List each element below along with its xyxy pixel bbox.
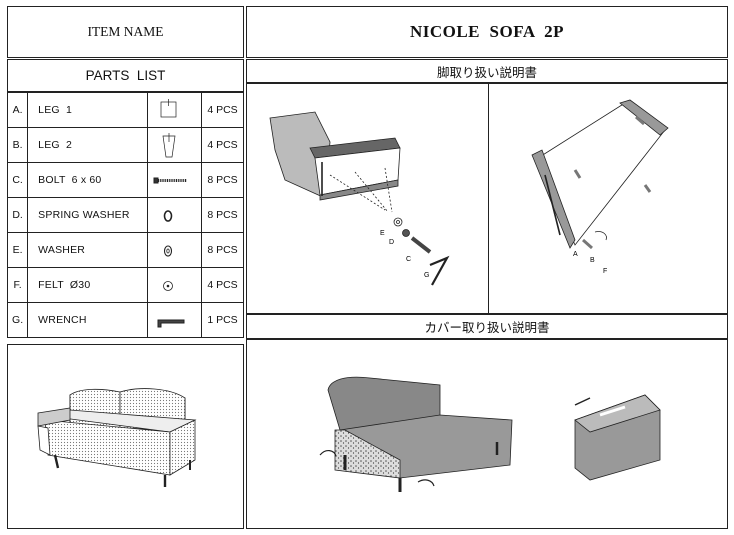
part-quantity: 4 PCS	[201, 267, 244, 303]
leg-instructions-title-box: 脚取り扱い説明書	[246, 59, 728, 83]
item-name-label: ITEM NAME	[87, 24, 164, 39]
cover-instructions-title: カバー取り扱い説明書	[424, 321, 550, 335]
felt-icon	[163, 281, 173, 291]
parts-row: G.WRENCH 1 PCS	[6, 302, 244, 338]
label-b: B	[590, 257, 595, 264]
product-name-box: NICOLE SOFA 2P	[246, 6, 728, 58]
part-icon-cell	[147, 232, 203, 268]
part-name: LEG 1	[27, 92, 149, 128]
cover-removal-illustration	[319, 376, 513, 492]
leg-instructions-title: 脚取り扱い説明書	[436, 65, 537, 80]
part-quantity: 4 PCS	[201, 127, 244, 163]
part-letter: A.	[6, 92, 29, 128]
part-quantity: 8 PCS	[201, 162, 244, 198]
armrest-assembly-illustration	[269, 111, 450, 286]
parts-row: E.WASHER 8 PCS	[6, 232, 244, 268]
leg1-icon	[160, 99, 177, 118]
part-quantity: 8 PCS	[201, 232, 244, 268]
part-letter: B.	[6, 127, 29, 163]
label-e: E	[380, 230, 385, 237]
label-g: G	[424, 272, 429, 279]
frame-legs-illustration	[531, 99, 669, 250]
label-a: A	[573, 251, 578, 258]
spring-washer-icon	[163, 210, 173, 222]
part-letter: G.	[6, 302, 29, 338]
washer-icon	[163, 245, 173, 257]
part-letter: F.	[6, 267, 29, 303]
part-letter: D.	[6, 197, 29, 233]
part-quantity: 1 PCS	[201, 302, 244, 338]
product-name: NICOLE SOFA 2P	[409, 22, 565, 41]
part-name: WRENCH	[27, 302, 149, 338]
parts-row: F.FELT Ø30 4 PCS	[6, 267, 244, 303]
parts-list-title-box: PARTS LIST	[7, 59, 244, 92]
cover-instructions-title-box: カバー取り扱い説明書	[246, 314, 728, 339]
cushion-cover-illustration	[574, 394, 661, 481]
item-name-box: ITEM NAME	[7, 6, 244, 58]
parts-list-title: PARTS LIST	[85, 68, 166, 83]
label-d: D	[389, 239, 394, 246]
part-letter: E.	[6, 232, 29, 268]
part-quantity: 8 PCS	[201, 197, 244, 233]
part-name: BOLT 6 x 60	[27, 162, 149, 198]
part-name: WASHER	[27, 232, 149, 268]
label-c: C	[406, 256, 411, 263]
part-name: FELT Ø30	[27, 267, 149, 303]
bolt-icon	[153, 177, 187, 184]
wrench-icon	[157, 319, 185, 328]
part-letter: C.	[6, 162, 29, 198]
sofa-overview-illustration	[37, 388, 197, 487]
leg2-icon	[162, 133, 176, 158]
label-f: F	[603, 268, 607, 275]
